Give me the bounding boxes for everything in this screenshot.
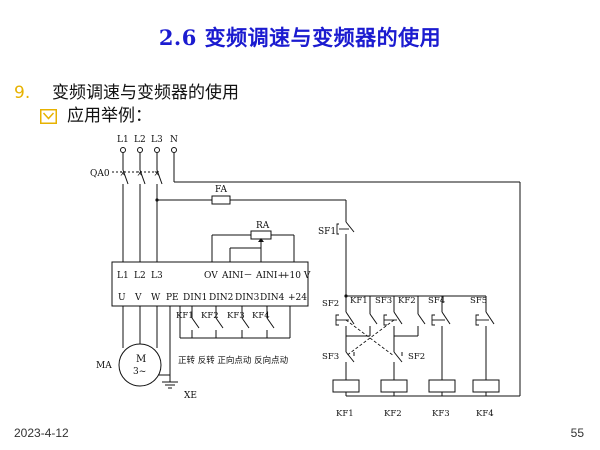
label-n: N — [170, 135, 178, 145]
coil-kf1: KF1 — [336, 409, 354, 419]
inv-l2: L2 — [134, 271, 146, 281]
inv-w: W — [151, 293, 161, 303]
label-sf2-bot: SF2 — [408, 352, 425, 362]
stop-switch-sf1: SF1 — [318, 200, 355, 296]
motor-phase: 3~ — [133, 367, 146, 377]
label-fa: FA — [215, 185, 227, 195]
label-sf2: SF2 — [322, 299, 339, 309]
svg-text:×: × — [120, 169, 127, 178]
slide-title: 2.6 变频调速与变频器的使用 — [158, 25, 442, 50]
sub-bullet-text: 应用举例： — [67, 106, 152, 126]
inv-l3: L3 — [151, 271, 163, 281]
footer-date: 2023-4-12 — [14, 426, 69, 440]
label-sf4: SF4 — [428, 296, 445, 306]
label-l1: L1 — [117, 135, 129, 145]
label-ck4: KF4 — [252, 311, 270, 321]
label-sf5: SF5 — [470, 296, 487, 306]
inv-aini-neg: AINI－ — [221, 271, 253, 281]
bullet-number: 9. — [14, 83, 31, 103]
control-circuit: SF2 KF1 SF3 KF2 SF4 SF5 SF — [322, 294, 520, 419]
main-breaker-qa0: × × × QA0 — [90, 153, 163, 262]
inv-p24: +24 — [288, 293, 307, 303]
label-ra: RA — [256, 221, 270, 231]
inv-ov: OV — [204, 271, 218, 281]
label-sf1: SF1 — [318, 227, 336, 237]
svg-text:×: × — [137, 169, 144, 178]
label-kf1-top: KF1 — [350, 296, 368, 306]
label-ma: MA — [96, 361, 112, 371]
label-ck2: KF2 — [201, 311, 219, 321]
inv-din2: DIN2 — [209, 293, 233, 303]
inv-10v: +10 V — [282, 271, 311, 281]
inv-v: V — [134, 293, 142, 303]
inv-pe: PE — [166, 293, 179, 303]
inv-din4: DIN4 — [260, 293, 285, 303]
coil-kf3: KF3 — [432, 409, 450, 419]
inverter: L1 L2 L3 OV AINI－ AINI+ +10 V U V W PE D… — [111, 261, 311, 307]
inv-u: U — [118, 293, 126, 303]
label-l2: L2 — [134, 135, 146, 145]
label-ck3: KF3 — [227, 311, 245, 321]
motor-m: M — [136, 354, 146, 365]
supply-terminals: L1 L2 L3 N — [117, 135, 178, 153]
bullet-item: 9. 变频调速与变频器的使用 — [14, 78, 239, 103]
inv-l1: L1 — [117, 271, 129, 281]
label-kf2-top: KF2 — [398, 296, 416, 306]
label-xe: XE — [184, 391, 197, 401]
coil-kf4: KF4 — [476, 409, 494, 419]
potentiometer-ra: RA — [211, 221, 295, 262]
fuse-fa: FA — [155, 185, 346, 205]
label-l3: L3 — [151, 135, 163, 145]
function-text: 正转 反转 正向点动 反向点动 — [178, 355, 289, 366]
coil-kf2: KF2 — [384, 409, 402, 419]
motor: M 3~ MA XE — [96, 306, 197, 401]
label-ck1: KF1 — [176, 311, 194, 321]
label-qa0: QA0 — [90, 169, 110, 179]
inverter-input-switches: KF1 KF2 KF3 KF4 正转 反转 正向点动 反向点动 — [176, 306, 291, 366]
page-number: 55 — [570, 426, 584, 440]
inv-din3: DIN3 — [235, 293, 260, 303]
bullet-text: 变频调速与变频器的使用 — [52, 83, 239, 103]
checkbox-envelope-icon — [40, 109, 57, 129]
sub-bullet-item: 应用举例： — [40, 101, 152, 129]
label-sf3-top: SF3 — [375, 296, 392, 306]
svg-text:×: × — [154, 169, 161, 178]
inv-aini-pos: AINI+ — [255, 271, 285, 281]
inv-din1: DIN1 — [183, 293, 207, 303]
label-sf3-bot: SF3 — [322, 352, 339, 362]
